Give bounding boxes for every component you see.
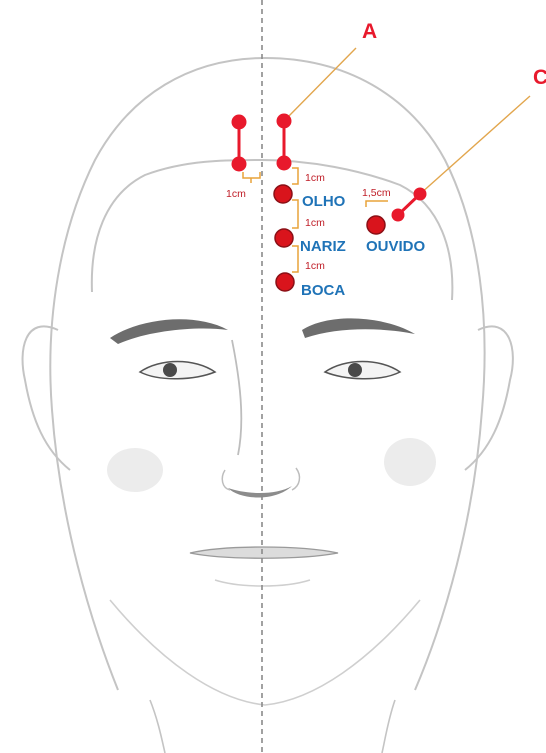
label-1cm-nariz: 1cm <box>305 217 325 229</box>
bracket-horizontal <box>243 172 260 178</box>
left-marker-bottom <box>232 157 247 172</box>
right-eye <box>325 362 400 379</box>
label-olho: OLHO <box>302 193 346 210</box>
c-marker-top <box>414 188 427 201</box>
nose-base <box>228 486 292 498</box>
bracket-vertical-3 <box>292 246 298 272</box>
point-olho <box>274 185 292 203</box>
label-a: A <box>362 20 377 43</box>
left-ear <box>23 326 70 470</box>
bracket-vertical-1 <box>292 168 298 184</box>
label-1cm-olho: 1cm <box>305 172 325 184</box>
label-1cm-horizontal: 1cm <box>226 188 246 200</box>
point-nariz <box>275 229 293 247</box>
c-marker-bottom <box>392 209 405 222</box>
mouth <box>190 547 338 558</box>
left-iris <box>163 363 177 377</box>
point-ouvido <box>367 216 385 234</box>
label-c: C <box>533 66 546 89</box>
label-ouvido: OUVIDO <box>366 238 426 255</box>
left-eyebrow <box>110 319 228 344</box>
bracket-vertical-2 <box>292 200 298 228</box>
nose-bridge <box>232 340 241 455</box>
label-nariz: NARIZ <box>300 238 346 255</box>
left-eye <box>140 362 215 379</box>
neck-right <box>382 700 395 753</box>
left-cheek <box>107 448 163 492</box>
left-marker-top <box>232 115 247 130</box>
nose-wing-right <box>292 468 299 490</box>
bracket-ouvido <box>366 201 388 207</box>
face-outline <box>50 58 484 690</box>
neck-left <box>150 700 165 753</box>
right-iris <box>348 363 362 377</box>
right-marker-bottom <box>277 156 292 171</box>
right-cheek <box>384 438 436 486</box>
jaw-line <box>110 600 420 705</box>
right-eyebrow <box>302 318 415 338</box>
nose-wing-left <box>222 470 230 490</box>
right-marker-top <box>277 114 292 129</box>
point-boca <box>276 273 294 291</box>
label-1-5cm: 1,5cm <box>362 187 391 199</box>
hairline <box>92 160 453 300</box>
label-boca: BOCA <box>301 282 345 299</box>
label-1cm-boca: 1cm <box>305 260 325 272</box>
right-ear <box>465 326 513 470</box>
